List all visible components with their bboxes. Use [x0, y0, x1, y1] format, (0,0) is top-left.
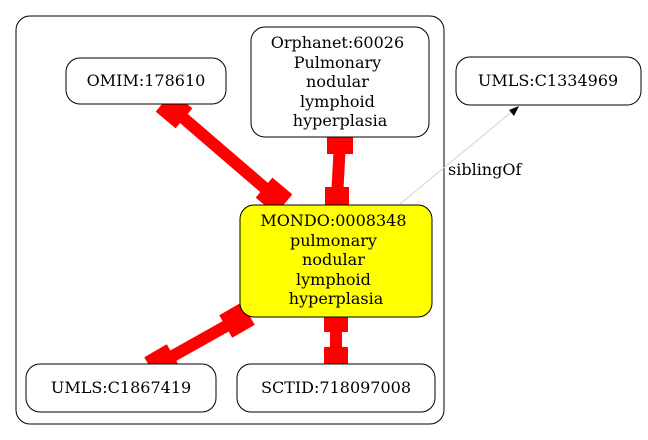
svg-text:UMLS:C1867419: UMLS:C1867419: [51, 378, 191, 397]
node-omim-label: OMIM:178610: [87, 71, 206, 90]
edge-sibling-arrowhead: [509, 106, 519, 116]
node-orphanet-line-5: hyperplasia: [293, 111, 388, 130]
node-sctid-label: SCTID:718097008: [261, 378, 411, 397]
node-orphanet[interactable]: Orphanet:60026 Pulmonary nodular lymphoi…: [250, 26, 430, 138]
node-umls-c1334969[interactable]: UMLS:C1334969: [455, 56, 642, 106]
node-umls-c1334969-label: UMLS:C1334969: [478, 71, 618, 90]
node-mondo[interactable]: MONDO:0008348 pulmonary nodular lymphoid…: [239, 204, 433, 318]
node-orphanet-line-4: lymphoid: [300, 92, 375, 111]
node-omim[interactable]: OMIM:178610: [65, 57, 227, 105]
node-orphanet-line-2: Pulmonary: [294, 53, 382, 72]
edge-label-siblingof: siblingOf: [448, 160, 522, 179]
node-mondo-line-1: MONDO:0008348: [260, 211, 406, 230]
node-sctid[interactable]: SCTID:718097008: [236, 363, 436, 413]
node-mondo-line-5: hyperplasia: [289, 289, 384, 308]
node-orphanet-line-1: Orphanet:60026: [271, 33, 404, 52]
svg-text:SCTID:718097008: SCTID:718097008: [261, 378, 411, 397]
svg-text:MONDO:0008348 pulmonary: MONDO:0008348 pulmonary nodular lymphoid…: [260, 211, 411, 308]
edge-orphanet-mondo: [325, 130, 353, 211]
svg-text:UMLS:C1334969: UMLS:C1334969: [478, 71, 618, 90]
svg-text:OMIM:178610: OMIM:178610: [87, 71, 206, 90]
svg-text:Orphanet:60026 Pulmonary: Orphanet:60026 Pulmonary nodular lymphoi…: [271, 33, 409, 130]
node-mondo-line-3: nodular: [302, 250, 365, 269]
node-mondo-line-4: lymphoid: [296, 270, 371, 289]
edge-sibling: [399, 109, 515, 205]
node-orphanet-line-3: nodular: [306, 72, 369, 91]
edge-mondo-sctid: [324, 310, 348, 369]
cluster-box: [15, 15, 445, 425]
node-mondo-line-2: pulmonary: [290, 231, 377, 250]
node-umls-c1867419[interactable]: UMLS:C1867419: [25, 363, 217, 413]
node-umls-c1867419-label: UMLS:C1867419: [51, 378, 191, 397]
